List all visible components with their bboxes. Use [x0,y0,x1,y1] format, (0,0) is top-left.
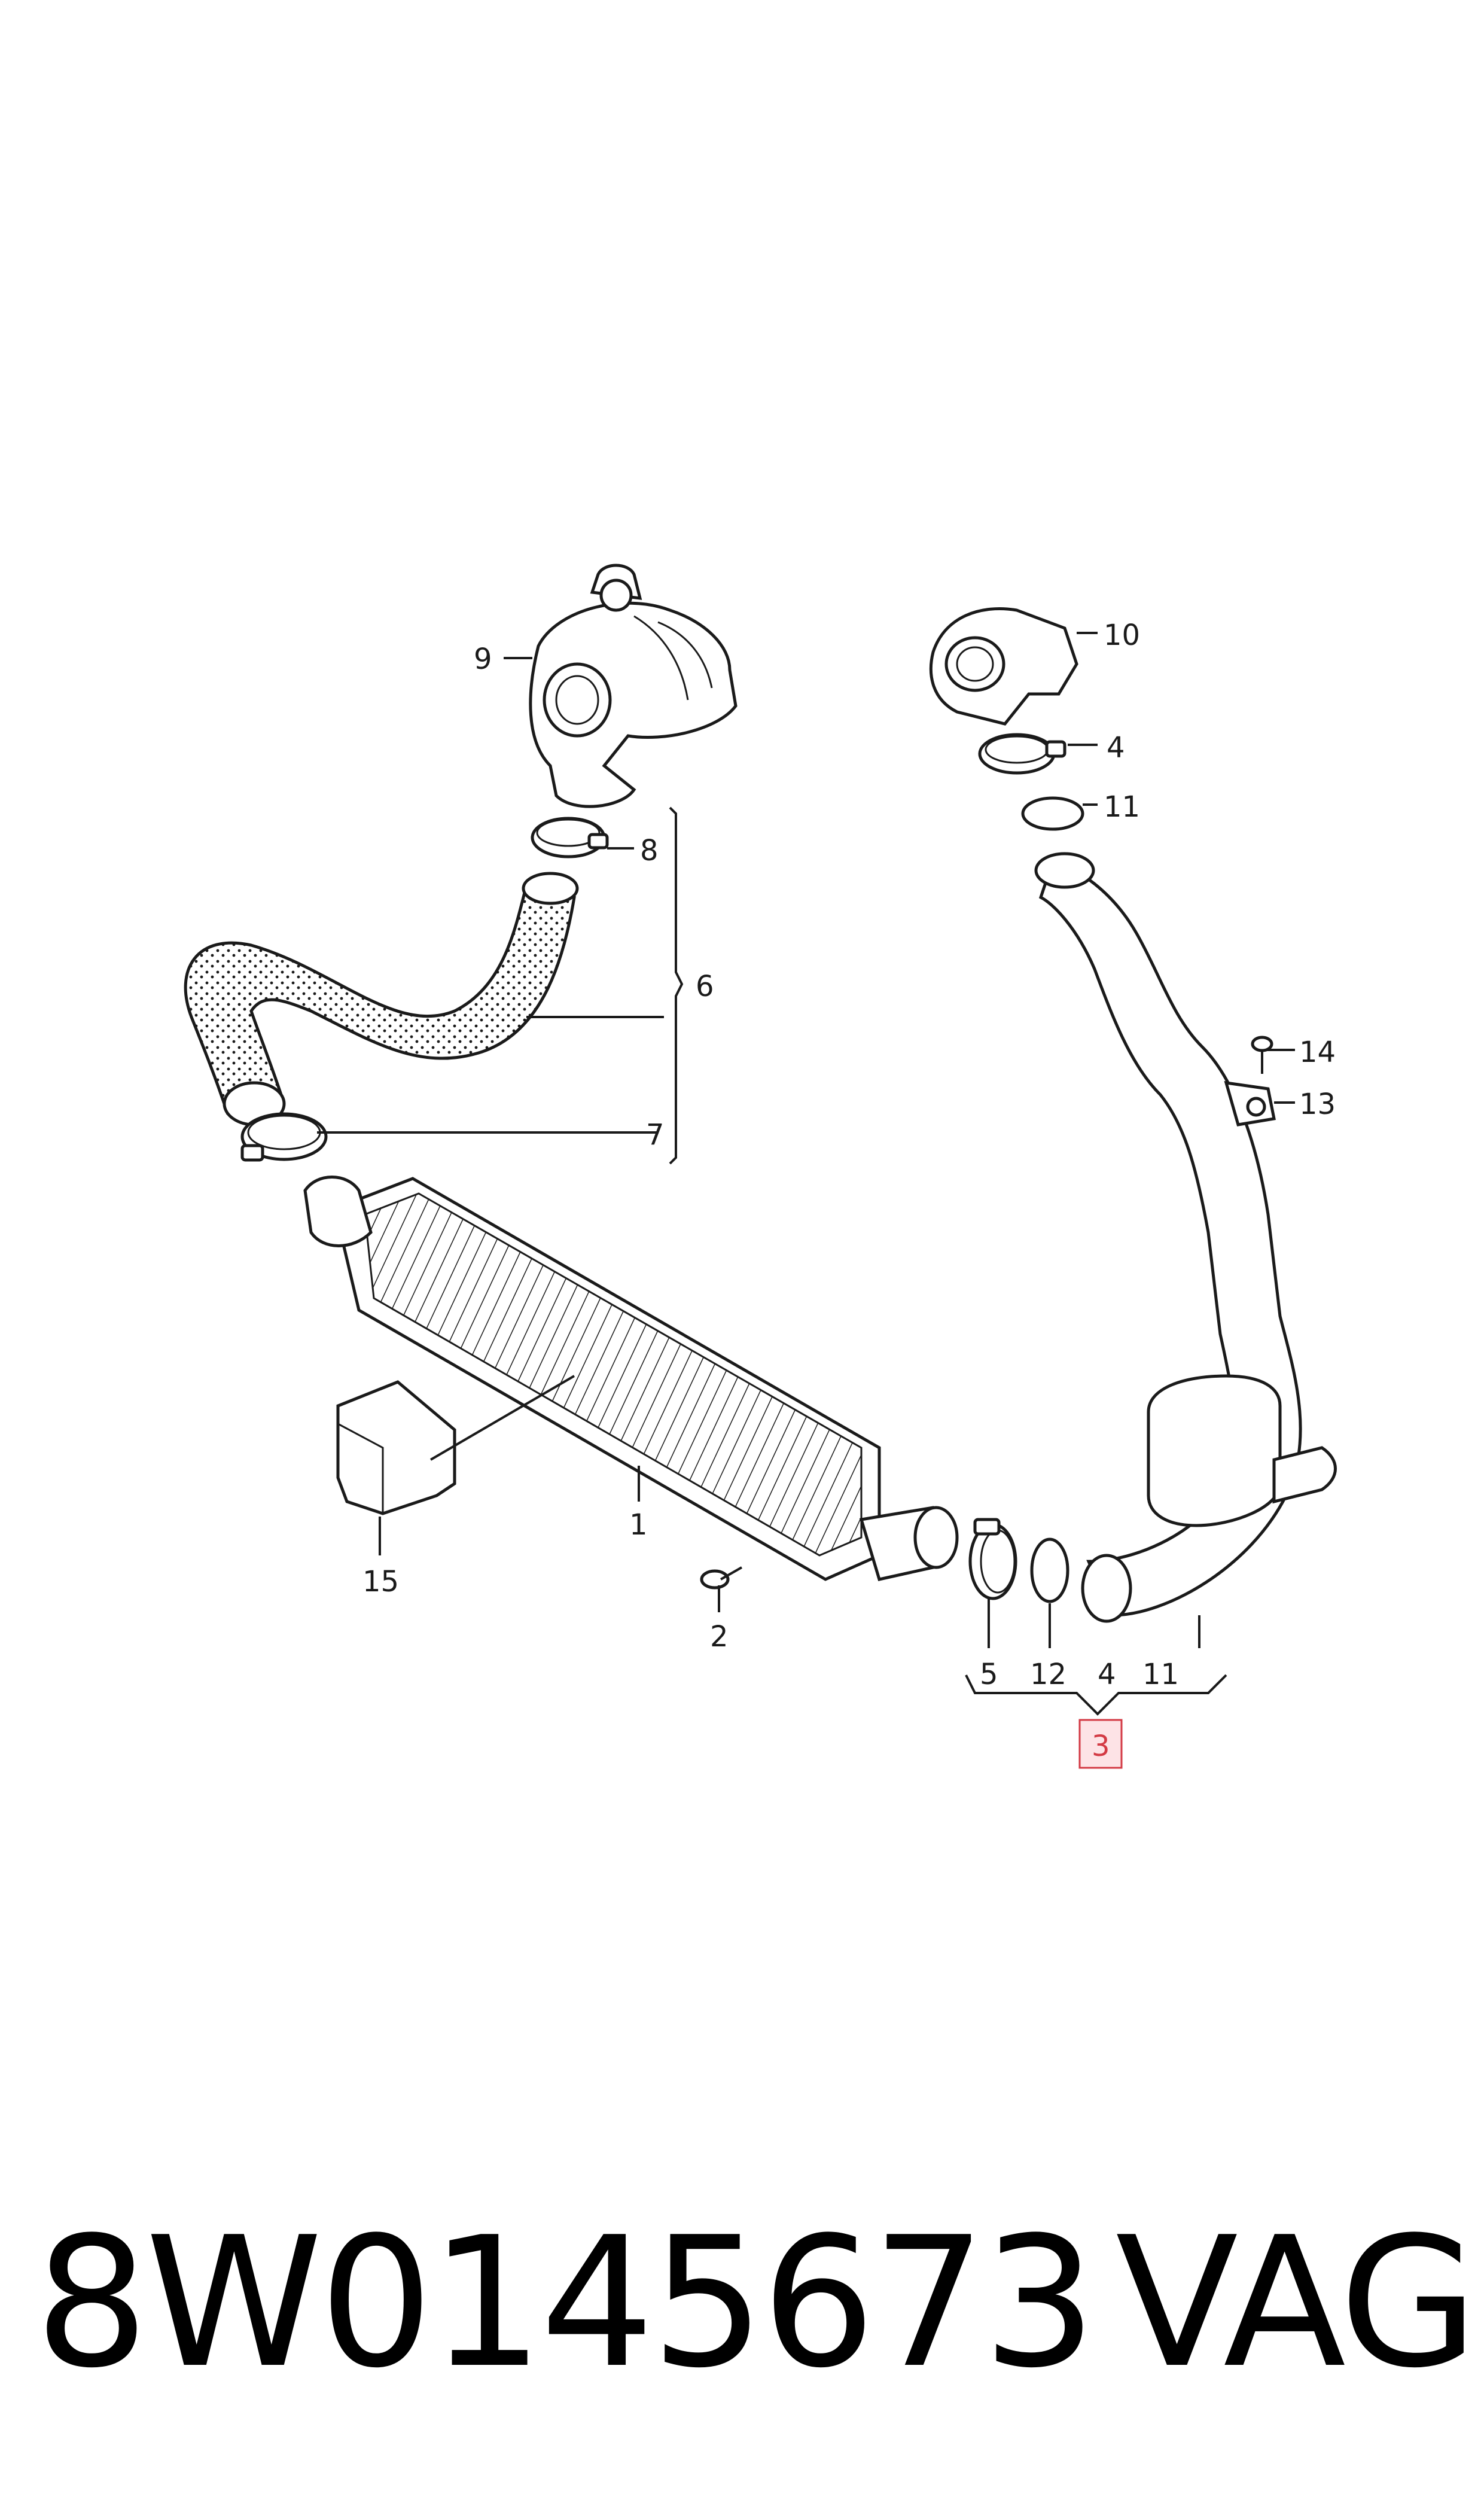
highlighted-part-3[interactable]: 3 [1078,1719,1123,1769]
callout-11-bottom: 11 [1142,1658,1179,1691]
intercooler-part [303,1176,959,1581]
callout-2: 2 [710,1620,729,1654]
callout-8: 8 [640,834,659,867]
hose-clamp-4-top [978,733,1066,775]
callout-11-top: 11 [1104,790,1140,824]
bracket-15 [336,1380,456,1515]
callout-1: 1 [629,1508,648,1542]
hose-clamp-5 [968,1518,1017,1600]
screw-14 [1251,1036,1273,1074]
callout-10: 10 [1104,619,1140,652]
callout-12: 12 [1030,1658,1066,1691]
seal-ring-12 [1030,1537,1069,1603]
brand-label: VAG [1116,2199,1478,2407]
callout-4-bottom: 4 [1098,1658,1116,1691]
callout-5: 5 [980,1658,998,1691]
throttle-body-10 [929,607,1078,726]
callout-3: 3 [1092,1730,1110,1763]
callout-6: 6 [696,970,714,1003]
callout-13: 13 [1299,1088,1336,1121]
callout-9: 9 [474,643,492,676]
callout-14: 14 [1299,1036,1336,1069]
callout-4-top: 4 [1107,731,1125,765]
hose-clamp-8 [531,817,609,858]
turbocharger-part [529,564,738,808]
leader-lines [317,632,1295,1716]
callout-7: 7 [646,1118,665,1152]
charge-air-pipe-3 [1034,852,1337,1623]
hose-clamp-7 [240,1112,328,1162]
pressure-hose-6 [184,872,579,1126]
callout-15: 15 [362,1565,399,1599]
part-number-label: 8W0145673 [35,2199,1097,2407]
bolt-2 [700,1566,742,1590]
pressure-sensor-13 [1224,1080,1276,1126]
seal-ring-11-top [1021,796,1084,831]
